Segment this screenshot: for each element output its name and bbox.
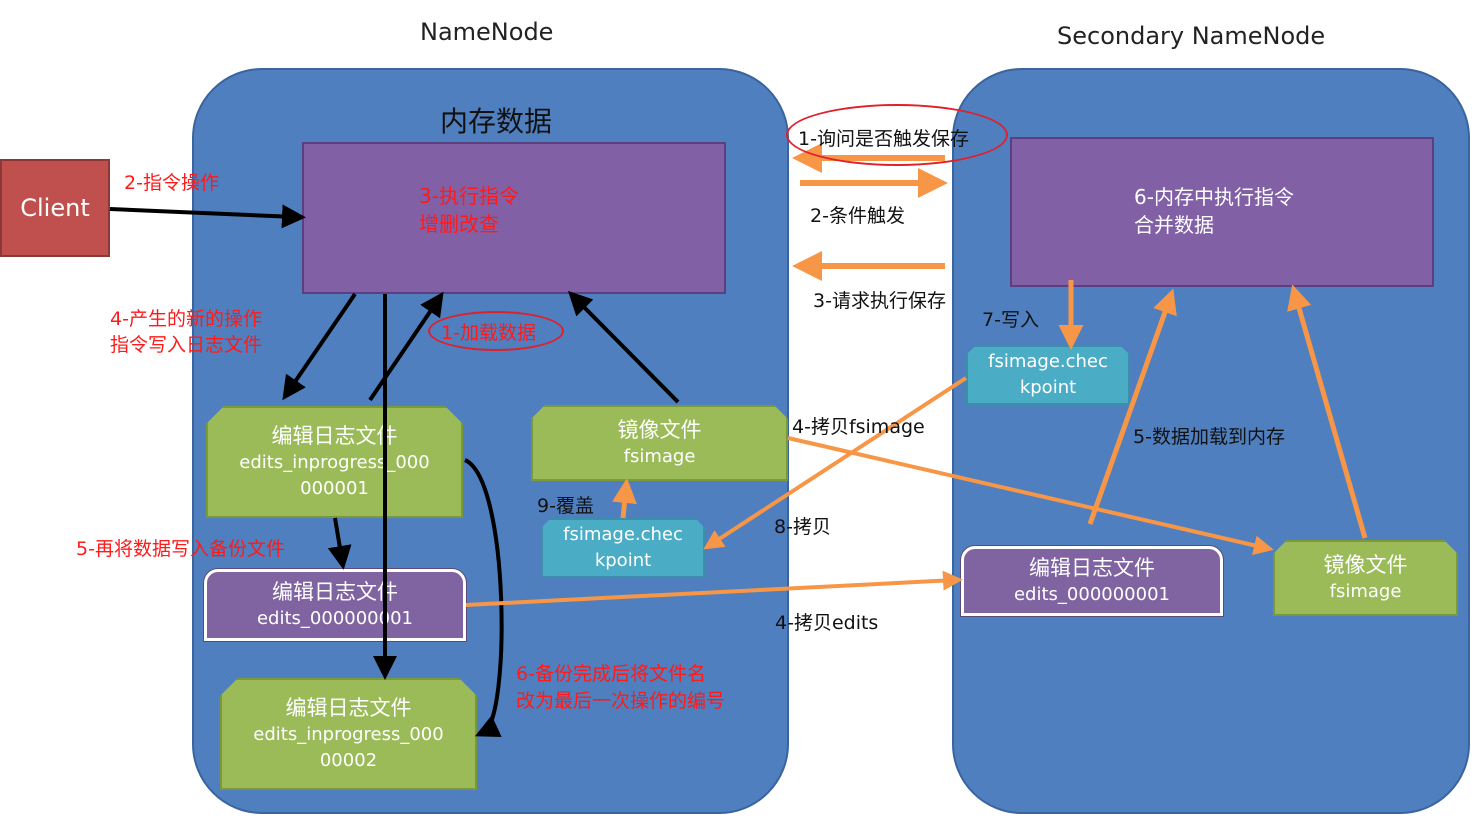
secondary-fsimage-line1: 镜像文件 [1323, 553, 1408, 577]
edits-backup-line1: 编辑日志文件 [272, 580, 398, 604]
namenode-ckpt-line1: fsimage.chec [563, 524, 683, 545]
label-write-backup: 5-再将数据写入备份文件 [76, 538, 285, 560]
namenode-fsimage-file: 镜像文件 fsimage [531, 405, 788, 481]
secondary-exec-box: 6-内存中执行指令 合并数据 [1010, 137, 1434, 287]
label-rename-1: 6-备份完成后将文件名 [516, 663, 706, 685]
secondary-exec-line-1: 6-内存中执行指令 [1134, 185, 1294, 209]
exec-line-2: 增删改查 [419, 212, 499, 236]
secondary-ckpt-line2: kpoint [1019, 377, 1077, 398]
load-data-ellipse [428, 311, 564, 351]
label-cmd-op: 2-指令操作 [124, 172, 219, 194]
label-new-op-2: 指令写入日志文件 [110, 334, 263, 356]
secondary-edits-file: 编辑日志文件 edits_000000001 [961, 546, 1223, 616]
secondary-fsimage-checkpoint: fsimage.chec kpoint [966, 345, 1130, 405]
namenode-ckpt-line2: kpoint [594, 550, 652, 571]
client-box: Client [0, 159, 110, 257]
label-copy-fsimage: 4-拷贝fsimage [792, 416, 925, 438]
label-request-save: 3-请求执行保存 [813, 290, 946, 312]
edits-inprogress-file-1: 编辑日志文件 edits_inprogress_000 000001 [206, 406, 463, 518]
label-copy: 8-拷贝 [774, 516, 831, 538]
edits-inprogress-2-line2: edits_inprogress_000 [253, 724, 444, 745]
arrow-copy-edits [465, 570, 963, 607]
exec-line-1: 3-执行指令 [419, 184, 519, 208]
edits-backup-line2: edits_000000001 [256, 608, 413, 629]
secondary-namenode-title: Secondary NameNode [1057, 22, 1326, 50]
arrow-overwrite [612, 478, 637, 519]
namenode-title: NameNode [420, 18, 554, 46]
edits-inprogress-2-line1: 编辑日志文件 [285, 696, 412, 720]
namenode-fsimage-checkpoint: fsimage.chec kpoint [541, 518, 705, 578]
label-overwrite: 9-覆盖 [537, 495, 594, 517]
label-new-op-1: 4-产生的新的操作 [110, 308, 262, 330]
label-load-data: 1-加载数据 [441, 322, 536, 344]
arrow-curve-rename [463, 458, 504, 737]
arrow-edits1-to-backup [327, 517, 352, 570]
edits-inprogress-2-line3: 00002 [319, 750, 378, 771]
label-write: 7-写入 [982, 309, 1039, 331]
arrow-client-to-exec [109, 204, 306, 229]
arrow-exec-to-edits1 [282, 292, 357, 401]
edits-inprogress-1-line3: 000001 [300, 478, 369, 499]
label-rename-2: 改为最后一次操作的编号 [516, 690, 726, 712]
edits-inprogress-1-line2: edits_inprogress_000 [239, 452, 430, 473]
secondary-ckpt-line1: fsimage.chec [988, 351, 1108, 372]
arrow-edits-load-memory [1087, 288, 1177, 525]
edits-backup-file: 编辑日志文件 edits_000000001 [204, 569, 466, 641]
arrow-copy-fsimage [787, 436, 1274, 556]
label-condition: 2-条件触发 [810, 205, 905, 227]
ask-trigger-ellipse [786, 104, 1008, 166]
secondary-edits-line1: 编辑日志文件 [1029, 556, 1155, 580]
label-copy-edits: 4-拷贝edits [775, 612, 879, 634]
label-ask-trigger: 1-询问是否触发保存 [798, 128, 969, 150]
secondary-exec-line-2: 合并数据 [1134, 213, 1214, 237]
namenode-fsimage-line2: fsimage [623, 446, 696, 467]
secondary-fsimage-line2: fsimage [1329, 581, 1402, 602]
secondary-edits-line2: edits_000000001 [1013, 584, 1170, 605]
namenode-fsimage-line1: 镜像文件 [617, 418, 702, 442]
arrow-edits1-to-exec [368, 291, 444, 402]
label-load-memory: 5-数据加载到内存 [1133, 426, 1285, 448]
arrow-fsimage-load-memory [1287, 284, 1368, 539]
edits-inprogress-file-2: 编辑日志文件 edits_inprogress_000 00002 [220, 678, 477, 790]
edits-inprogress-1-line1: 编辑日志文件 [271, 424, 398, 448]
arrow-copy-checkpoint [703, 376, 968, 550]
client-label: Client [20, 194, 90, 222]
arrow-fsimage-to-exec [567, 290, 680, 404]
secondary-fsimage-file: 镜像文件 fsimage [1273, 540, 1458, 616]
memory-data-title: 内存数据 [440, 105, 553, 138]
